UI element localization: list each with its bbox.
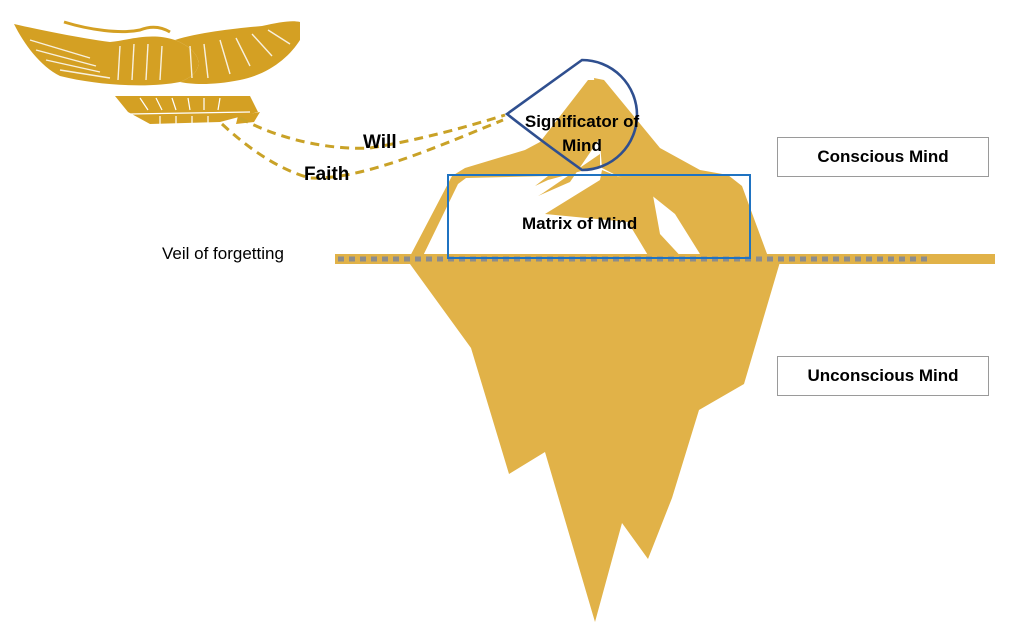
iceberg-tip — [407, 78, 770, 262]
matrix-of-mind-box — [447, 174, 751, 259]
significator-teardrop — [504, 58, 639, 172]
faith-label: Faith — [304, 164, 350, 185]
matrix-of-mind-label: Matrix of Mind — [522, 214, 638, 233]
significator-label-line2: Mind — [562, 136, 602, 155]
unconscious-mind-label: Unconscious Mind — [777, 356, 989, 396]
iceberg-submerged — [408, 262, 780, 622]
significator-label: Significator of Mind — [512, 110, 652, 158]
significator-label-line1: Significator of — [524, 112, 640, 131]
faith-connector — [220, 118, 504, 180]
will-label: Will — [363, 132, 397, 153]
veil-of-forgetting-label: Veil of forgetting — [162, 244, 284, 263]
winged-sun-icon — [14, 20, 300, 124]
conscious-mind-label: Conscious Mind — [777, 137, 989, 177]
